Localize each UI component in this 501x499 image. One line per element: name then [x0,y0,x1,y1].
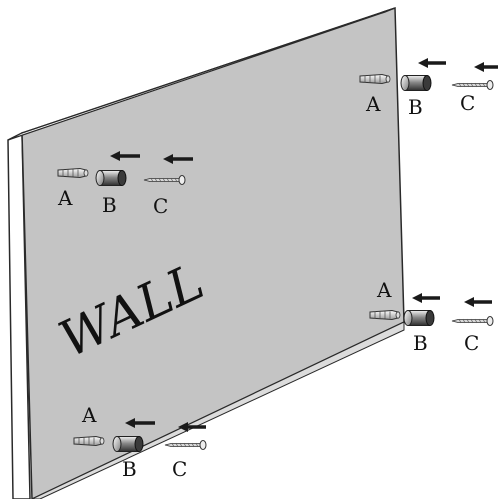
part-label-a: A [376,278,392,302]
standoff-cap-icon [95,170,127,186]
left-arrow-icon [412,293,440,303]
wall-anchor-icon [57,167,89,179]
part-label-a: A [81,403,97,427]
left-arrow-icon [464,297,492,307]
part-label-a: A [57,186,73,210]
wall-panel [7,6,405,499]
part-label-c: C [460,91,475,115]
left-arrow-icon [125,418,155,428]
wall-face [21,6,405,499]
wall-anchor-icon [73,435,105,447]
part-label-c: C [153,194,168,218]
standoff-cap-icon [400,75,432,91]
part-label-b: B [413,331,428,355]
part-label-b: B [122,457,137,481]
wall-bottom-edge [31,321,405,499]
screw-icon [451,80,494,90]
mount-point-lower-left: A B C [73,403,207,481]
wall-top-edge [7,7,396,141]
part-label-c: C [464,331,479,355]
standoff-cap-icon [403,310,435,326]
mount-points: A B C A B C A B C A B C [57,58,498,481]
left-arrow-icon [110,151,140,161]
left-arrow-icon [474,62,498,72]
mount-point-upper-left: A B C [57,151,193,218]
part-label-a: A [365,92,381,116]
mount-point-lower-right: A B C [369,278,494,355]
standoff-cap-icon [112,436,144,452]
left-arrow-icon [178,422,206,432]
wall-anchor-icon [369,309,401,321]
part-label-b: B [102,193,117,217]
screw-icon [451,316,494,326]
screw-icon [143,175,186,185]
screw-icon [164,440,207,450]
part-label-c: C [172,457,187,481]
part-label-b: B [408,95,423,119]
left-arrow-icon [418,58,446,68]
mount-point-upper-right: A B C [359,58,498,119]
wall-anchor-icon [359,73,391,85]
left-arrow-icon [163,154,193,164]
